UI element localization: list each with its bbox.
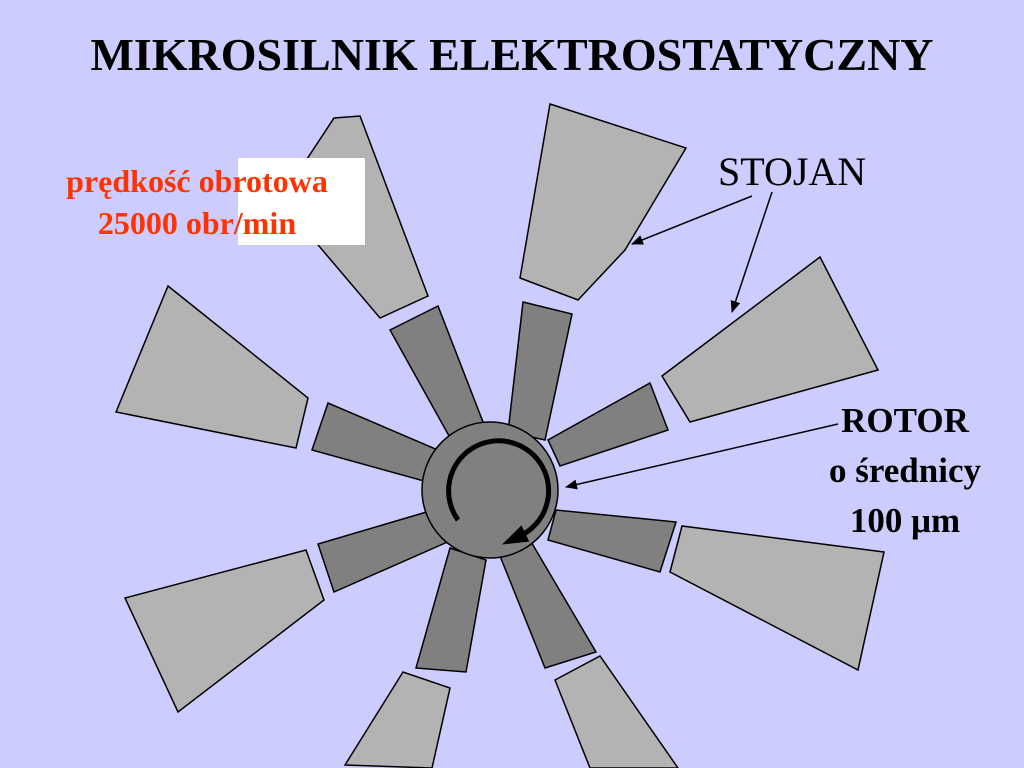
rotor-tooth bbox=[415, 547, 487, 673]
stator-electrode bbox=[669, 525, 885, 672]
speed-line-1: prędkość obrotowa bbox=[66, 163, 328, 199]
rotor-line-2: o średnicy bbox=[829, 451, 981, 490]
stator-leader-line bbox=[631, 195, 753, 245]
stator-leader-line bbox=[730, 191, 773, 313]
rotor-tooth bbox=[499, 539, 598, 669]
speed-line-2: 25000 obr/min bbox=[97, 205, 297, 241]
stator-electrode bbox=[554, 655, 679, 768]
rotor-hub bbox=[421, 421, 559, 559]
rotor bbox=[311, 301, 677, 673]
stator-electrode bbox=[114, 284, 309, 449]
rotation-arrow bbox=[446, 438, 552, 545]
speed-label-highlight bbox=[238, 158, 365, 245]
rotation-speed-label: prędkość obrotowa 25000 obr/min bbox=[22, 160, 372, 244]
rotor-tooth bbox=[507, 301, 573, 441]
stator-label: STOJAN bbox=[718, 149, 867, 194]
rotor-label: ROTOR o średnicy 100 μm bbox=[790, 396, 1020, 546]
rotor-tooth bbox=[547, 509, 677, 573]
rotor-line-1: ROTOR bbox=[841, 401, 969, 440]
rotor-tooth bbox=[547, 381, 669, 467]
stator-electrode bbox=[123, 549, 325, 714]
stator-electrode bbox=[519, 103, 688, 301]
rotor-line-3: 100 μm bbox=[849, 501, 961, 540]
stator-electrode bbox=[661, 255, 880, 423]
slide-title: MIKROSILNIK ELEKTROSTATYCZNY bbox=[90, 29, 934, 80]
rotor-leader-line bbox=[565, 423, 839, 490]
stator-electrode bbox=[343, 671, 451, 768]
stator-electrodes bbox=[114, 103, 885, 768]
